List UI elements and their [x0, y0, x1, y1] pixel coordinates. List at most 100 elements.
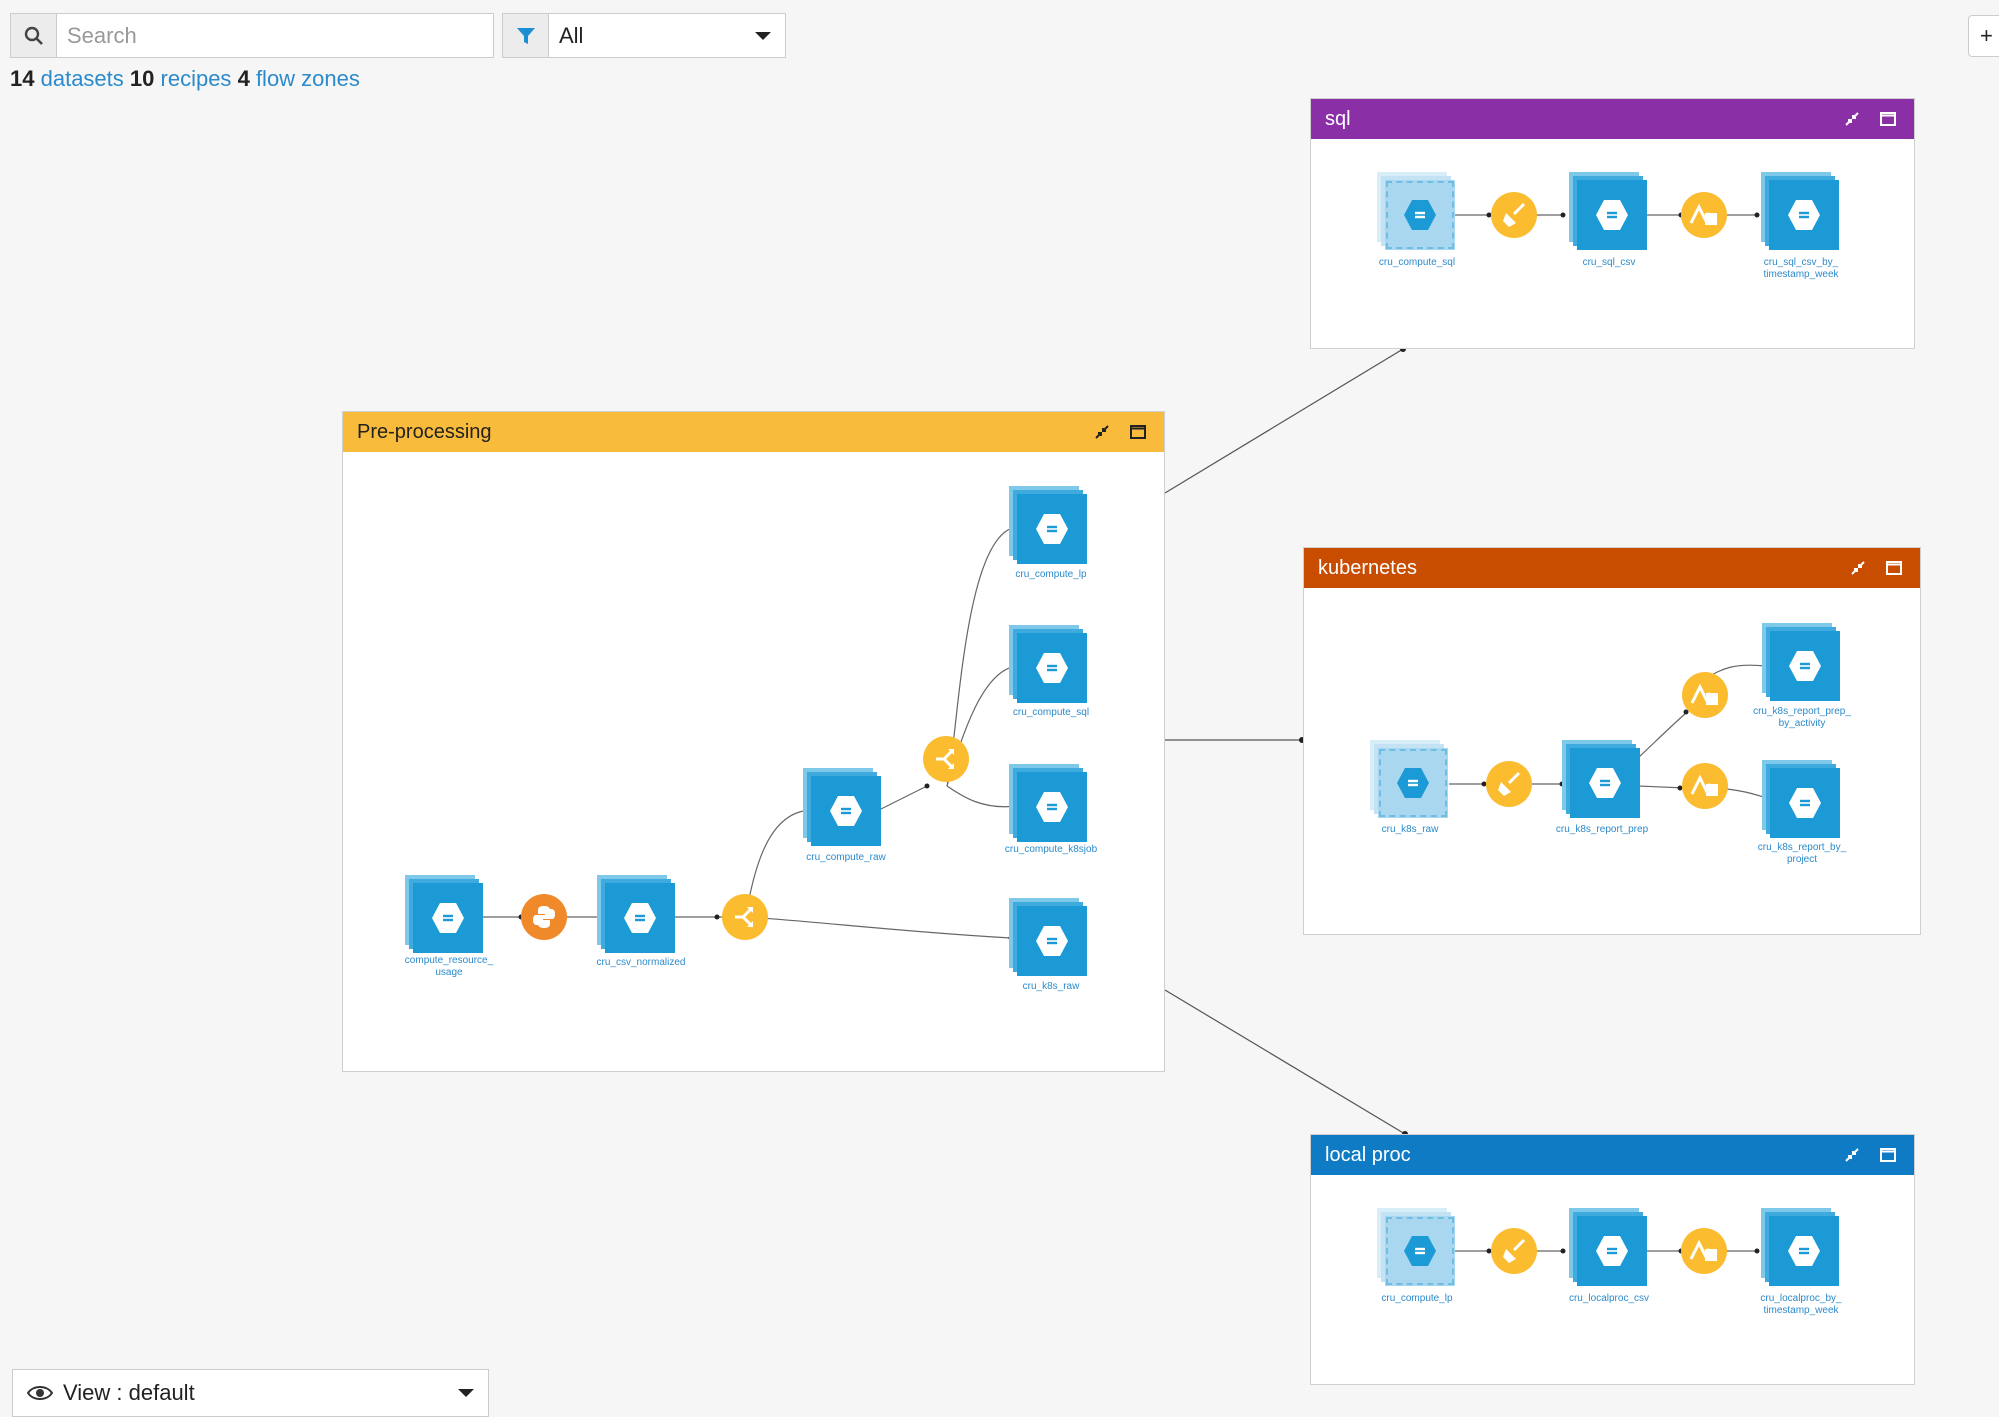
- split-recipe[interactable]: [923, 736, 969, 782]
- filter-select[interactable]: All: [502, 13, 786, 58]
- hexagon-dataset-icon: [1789, 651, 1821, 681]
- zone-header: sql: [1311, 99, 1914, 139]
- dataset-node[interactable]: [1569, 172, 1647, 250]
- dataset-label: cru_k8s_report_by_ project: [1757, 842, 1847, 865]
- dataset-node[interactable]: [1009, 486, 1087, 564]
- split-icon: [735, 907, 753, 927]
- maximize-icon[interactable]: [1878, 1145, 1898, 1165]
- dataset-label: cru_k8s_report_prep: [1555, 824, 1649, 835]
- python-icon: [533, 906, 555, 928]
- prepare-recipe[interactable]: [1491, 192, 1537, 238]
- search-icon[interactable]: [11, 14, 57, 57]
- collapse-icon[interactable]: [1842, 1145, 1862, 1165]
- eye-icon: [27, 1386, 53, 1400]
- window-recipe[interactable]: [1682, 763, 1728, 809]
- dataset-node[interactable]: [1377, 1208, 1455, 1286]
- zone-header: kubernetes: [1304, 548, 1920, 588]
- hexagon-dataset-icon: [624, 903, 656, 933]
- hexagon-dataset-icon: [1596, 200, 1628, 230]
- flow-zones-link[interactable]: flow zones: [255, 66, 360, 91]
- prepare-icon: [1498, 771, 1521, 796]
- dataset-label: cru_k8s_report_prep_ by_activity: [1753, 706, 1851, 729]
- split-icon: [936, 749, 954, 769]
- hexagon-dataset-icon: [432, 903, 464, 933]
- window-icon: [1689, 203, 1717, 225]
- datasets-link[interactable]: datasets: [40, 66, 124, 91]
- dataset-label: cru_compute_lp: [1015, 569, 1087, 580]
- zone-localproc[interactable]: local proc cru_compute_lp cru_localproc_…: [1310, 1134, 1915, 1385]
- dataset-node[interactable]: [1370, 740, 1448, 818]
- collapse-icon[interactable]: [1848, 558, 1868, 578]
- flow-summary: 14 datasets 10 recipes 4 flow zones: [10, 66, 360, 92]
- dataset-label: cru_k8s_raw: [1022, 981, 1080, 992]
- add-button[interactable]: +: [1968, 15, 1999, 57]
- zone-sql[interactable]: sql cru_compute_sql cru_sql_csv cru_sql_…: [1310, 98, 1915, 349]
- prepare-recipe[interactable]: [1491, 1228, 1537, 1274]
- zone-kubernetes[interactable]: kubernetes cru_k8s_raw cru_k8s_report_pr…: [1303, 547, 1921, 935]
- view-label: View : default: [63, 1380, 195, 1405]
- recipes-link[interactable]: recipes: [160, 66, 232, 91]
- dataset-node[interactable]: [803, 768, 881, 846]
- maximize-icon[interactable]: [1884, 558, 1904, 578]
- search-box: [10, 13, 494, 58]
- dataset-label: cru_k8s_raw: [1381, 824, 1439, 835]
- hexagon-dataset-icon: [1036, 792, 1068, 822]
- maximize-icon[interactable]: [1878, 109, 1898, 129]
- dataset-label: cru_sql_csv: [1582, 257, 1636, 268]
- hexagon-dataset-icon: [830, 796, 862, 826]
- dataset-node[interactable]: [1562, 740, 1640, 818]
- prepare-icon: [1503, 202, 1526, 227]
- chevron-down-icon: [755, 31, 771, 40]
- prepare-recipe[interactable]: [1486, 761, 1532, 807]
- zone-preprocessing[interactable]: Pre-processing compute_resource_ usage c…: [342, 411, 1165, 1072]
- hexagon-dataset-icon: [1397, 768, 1429, 798]
- dataset-node[interactable]: [405, 875, 483, 953]
- dataset-node[interactable]: [1762, 623, 1840, 701]
- hexagon-dataset-icon: [1789, 788, 1821, 818]
- hexagon-dataset-icon: [1404, 200, 1436, 230]
- dataset-node[interactable]: [1009, 764, 1087, 842]
- chevron-down-icon: [458, 1389, 474, 1397]
- maximize-icon[interactable]: [1128, 422, 1148, 442]
- hexagon-dataset-icon: [1589, 768, 1621, 798]
- dataset-node[interactable]: [1009, 625, 1087, 703]
- dataset-node[interactable]: [1761, 1208, 1839, 1286]
- dataset-label: cru_sql_csv_by_ timestamp_week: [1763, 257, 1839, 280]
- hexagon-dataset-icon: [1596, 1236, 1628, 1266]
- prepare-icon: [1503, 1238, 1526, 1263]
- datasets-count: 14: [10, 66, 35, 91]
- python-recipe[interactable]: [521, 894, 567, 940]
- view-select[interactable]: View : default: [12, 1369, 489, 1417]
- dataset-node[interactable]: [1009, 898, 1087, 976]
- dataset-node[interactable]: [1569, 1208, 1647, 1286]
- zone-title: Pre-processing: [357, 420, 492, 443]
- dataset-label: cru_localproc_csv: [1568, 1293, 1650, 1304]
- window-recipe[interactable]: [1682, 672, 1728, 718]
- zone-title: kubernetes: [1318, 556, 1417, 579]
- dataset-label: compute_resource_ usage: [404, 955, 494, 978]
- dataset-label: cru_localproc_by_ timestamp_week: [1760, 1293, 1842, 1316]
- window-recipe[interactable]: [1681, 192, 1727, 238]
- dataset-node[interactable]: [1377, 172, 1455, 250]
- zone-title: sql: [1325, 107, 1351, 130]
- dataset-node[interactable]: [1762, 760, 1840, 838]
- window-recipe[interactable]: [1681, 1228, 1727, 1274]
- search-input[interactable]: [57, 21, 489, 50]
- hexagon-dataset-icon: [1788, 1236, 1820, 1266]
- recipes-count: 10: [129, 66, 155, 91]
- dataset-label: cru_csv_normalized: [596, 957, 686, 968]
- filter-icon[interactable]: [503, 14, 549, 57]
- filter-value: All: [559, 22, 584, 48]
- dataset-label: cru_compute_lp: [1381, 1293, 1453, 1304]
- zone-header: local proc: [1311, 1135, 1914, 1175]
- zone-header: Pre-processing: [343, 412, 1164, 452]
- hexagon-dataset-icon: [1036, 653, 1068, 683]
- window-icon: [1690, 774, 1718, 796]
- dataset-node[interactable]: [1761, 172, 1839, 250]
- split-recipe[interactable]: [722, 894, 768, 940]
- collapse-icon[interactable]: [1092, 422, 1112, 442]
- collapse-icon[interactable]: [1842, 109, 1862, 129]
- window-icon: [1689, 1239, 1717, 1261]
- dataset-node[interactable]: [597, 875, 675, 953]
